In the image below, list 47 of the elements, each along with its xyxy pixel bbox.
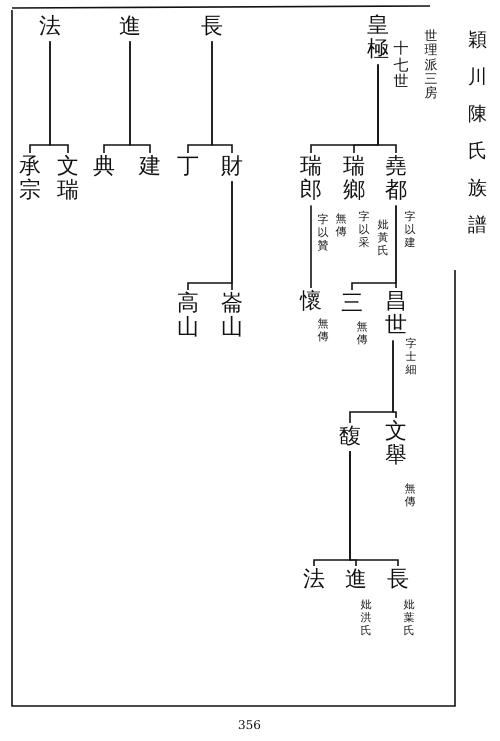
name-text: 文舉 [385,420,407,468]
lineage-line [310,64,379,153]
title: 穎川陳氏族譜 [468,28,487,238]
name-text: 財 [221,155,243,180]
name-text: 皇極 [367,14,389,62]
name-text: 文瑞 [57,155,79,204]
lineage-line [187,181,233,290]
note-text: 字士細 [406,337,416,377]
name-text: 馥 [339,425,361,450]
note-text: 字以建 [404,210,416,250]
note-text: 妣黃氏 [378,218,388,258]
lineage-line [187,41,213,153]
name-text: 丁 [177,155,199,180]
note-text: 無傳 [318,317,328,344]
name-text: 堯都 [385,155,407,204]
name-text: 典 [93,155,115,180]
name-text: 建 [139,155,161,180]
lineage-line [29,41,51,153]
name-text: 長 [387,568,409,592]
note-text: 妣洪氏 [360,598,372,638]
note-text: 無傳 [404,482,416,508]
name-text: 三 [341,292,363,316]
name-text: 高山 [177,292,199,340]
lineage-line [351,205,397,290]
name-text: 法 [39,15,61,40]
generation-label: 世理派三房 [424,30,438,102]
generation-label: 十七世 [394,40,408,90]
note-text: 字以贊 [318,213,328,253]
name-text: 崙山 [221,292,243,340]
page-number: 356 [238,718,261,732]
note-text: 無傳 [356,320,368,346]
note-text: 無傳 [336,212,346,238]
name-text: 懷 [300,290,322,314]
name-text: 瑞郎 [300,155,322,204]
note-text: 字以采 [358,210,370,250]
name-text: 進 [119,15,141,40]
lineage-line [310,205,312,288]
name-text: 瑞鄉 [343,155,365,204]
lineage-line [349,340,394,423]
name-text: 法 [303,568,325,592]
note-text: 妣葉氏 [404,598,414,638]
name-text: 進 [345,568,367,592]
name-text: 昌世 [385,290,407,338]
lineage-line [313,451,351,566]
name-text: 承宗 [19,155,41,204]
name-text: 長 [201,15,223,40]
lineage-line [103,41,131,153]
